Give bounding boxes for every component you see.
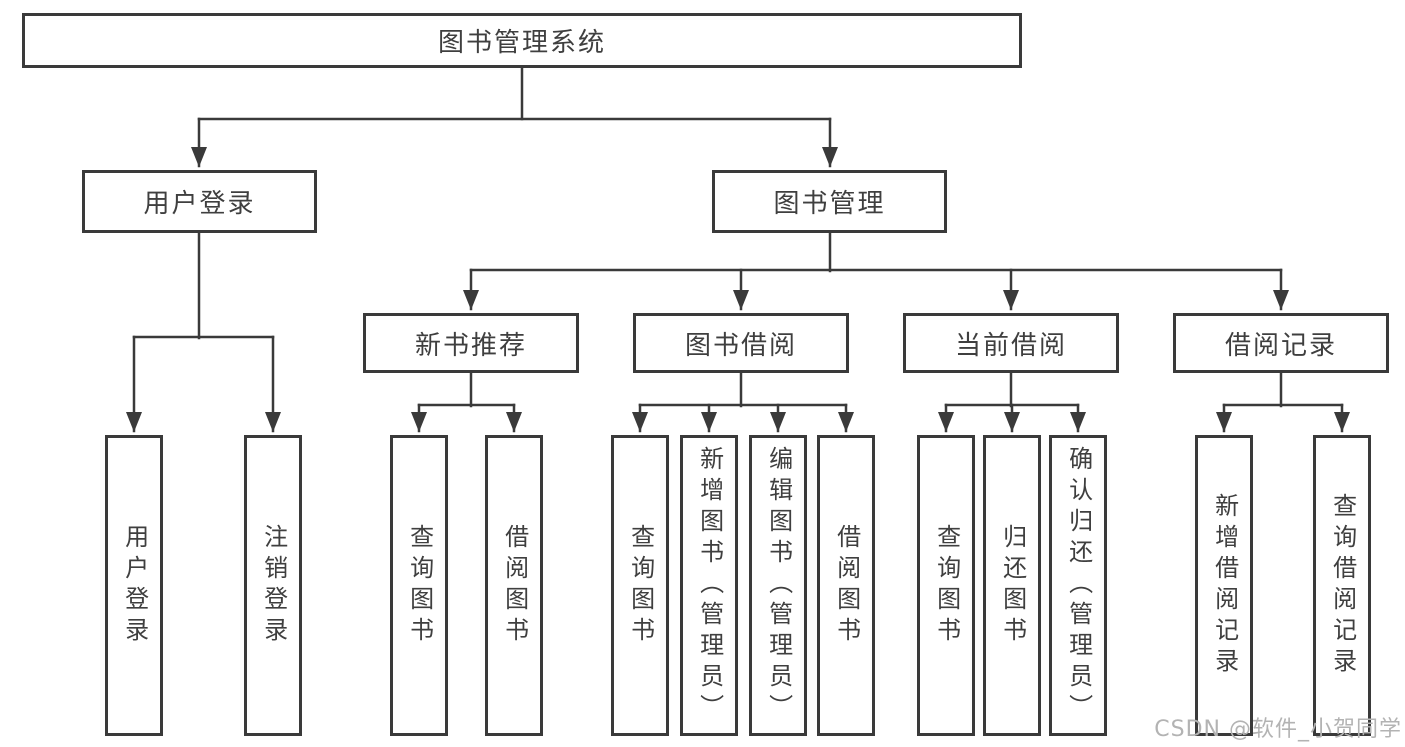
node-current-borrowing-label: 当前借阅 bbox=[954, 330, 1067, 361]
leaf-borrowing-borrow-books: 借阅图书 bbox=[817, 435, 875, 736]
node-book-borrowing: 图书借阅 bbox=[633, 313, 849, 373]
node-book-management-label: 图书管理 bbox=[773, 189, 886, 219]
leaf-add-books-admin-label: 新增图书（管理员） bbox=[695, 446, 724, 725]
leaf-return-books: 归还图书 bbox=[983, 435, 1041, 736]
node-borrowing-records: 借阅记录 bbox=[1173, 313, 1389, 373]
leaf-logout: 注销登录 bbox=[244, 435, 302, 736]
leaf-confirm-return-admin-label: 确认归还（管理员） bbox=[1064, 446, 1093, 725]
csdn-watermark: CSDN @软件_小贺同学 bbox=[1154, 717, 1402, 742]
leaf-edit-books-admin: 编辑图书（管理员） bbox=[749, 435, 807, 736]
leaf-add-books-admin: 新增图书（管理员） bbox=[680, 435, 738, 736]
leaf-return-books-label: 归还图书 bbox=[998, 523, 1027, 648]
node-book-management: 图书管理 bbox=[712, 170, 947, 233]
leaf-user-login: 用户登录 bbox=[105, 435, 163, 736]
node-borrowing-records-label: 借阅记录 bbox=[1224, 330, 1337, 361]
leaf-logout-label: 注销登录 bbox=[259, 523, 288, 648]
leaf-add-borrow-record-label: 新增借阅记录 bbox=[1210, 492, 1239, 679]
leaf-current-query-books: 查询图书 bbox=[917, 435, 975, 736]
leaf-recommend-borrow-books-label: 借阅图书 bbox=[500, 523, 529, 648]
leaf-borrowing-query-books-label: 查询图书 bbox=[626, 523, 655, 648]
leaf-confirm-return-admin: 确认归还（管理员） bbox=[1049, 435, 1107, 736]
leaf-borrowing-query-books: 查询图书 bbox=[611, 435, 669, 736]
node-user-login-label: 用户登录 bbox=[143, 189, 256, 219]
leaf-current-query-books-label: 查询图书 bbox=[932, 523, 961, 648]
node-current-borrowing: 当前借阅 bbox=[903, 313, 1119, 373]
node-new-book-recommend-label: 新书推荐 bbox=[414, 330, 527, 361]
leaf-query-borrow-record: 查询借阅记录 bbox=[1313, 435, 1371, 736]
leaf-recommend-borrow-books: 借阅图书 bbox=[485, 435, 543, 736]
node-book-borrowing-label: 图书借阅 bbox=[684, 330, 797, 361]
leaf-add-borrow-record: 新增借阅记录 bbox=[1195, 435, 1253, 736]
node-library-system-label: 图书管理系统 bbox=[437, 28, 606, 58]
leaf-edit-books-admin-label: 编辑图书（管理员） bbox=[764, 446, 793, 725]
leaf-borrowing-borrow-books-label: 借阅图书 bbox=[832, 523, 861, 648]
leaf-user-login-label: 用户登录 bbox=[120, 523, 149, 648]
node-new-book-recommend: 新书推荐 bbox=[363, 313, 579, 373]
node-user-login: 用户登录 bbox=[82, 170, 317, 233]
leaf-recommend-query-books: 查询图书 bbox=[390, 435, 448, 736]
node-library-system: 图书管理系统 bbox=[22, 13, 1022, 68]
leaf-recommend-query-books-label: 查询图书 bbox=[405, 523, 434, 648]
leaf-query-borrow-record-label: 查询借阅记录 bbox=[1328, 492, 1357, 679]
